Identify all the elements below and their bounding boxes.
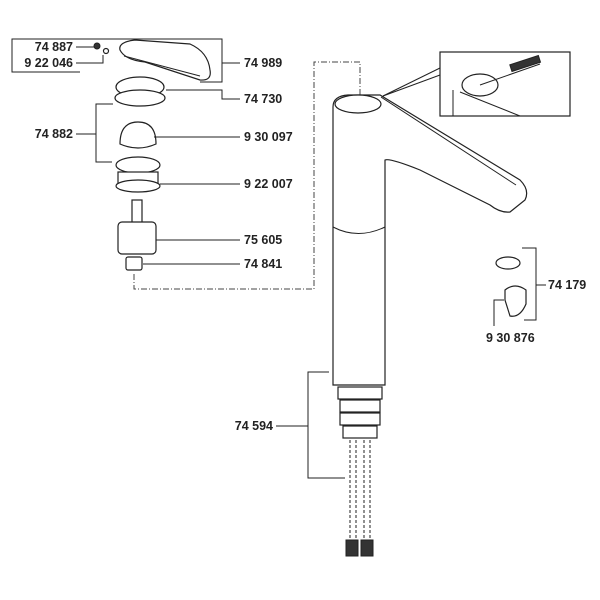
cartridge (117, 221, 157, 255)
part-label-74989: 74 989 (244, 56, 282, 70)
part-label-74887: 74 887 (35, 40, 73, 54)
part-label-922007: 9 22 007 (244, 177, 293, 191)
mounting-set (342, 425, 378, 439)
screwdriver-icon (509, 54, 542, 73)
part-label-930097: 9 30 097 (244, 130, 293, 144)
part-label-74841: 74 841 (244, 257, 282, 271)
adapter (125, 256, 143, 271)
part-label-930876: 9 30 876 (486, 331, 535, 345)
nut-ring (115, 156, 161, 174)
part-label-74594: 74 594 (235, 419, 273, 433)
detail-inset (439, 51, 571, 117)
part-label-74179: 74 179 (548, 278, 586, 292)
handle-group-bracket (11, 38, 223, 83)
part-label-922046: 9 22 046 (24, 56, 73, 70)
cartridge-stem (131, 199, 143, 225)
cap-icon (102, 47, 110, 55)
faucet-body (332, 94, 528, 386)
part-label-75605: 75 605 (244, 233, 282, 247)
aerator-insert (495, 256, 521, 270)
aerator-key (504, 285, 527, 317)
part-label-74730: 74 730 (244, 92, 282, 106)
lever-handle (119, 39, 211, 81)
dome-cap (119, 121, 157, 149)
hoses (349, 440, 371, 545)
assembly-path (133, 61, 361, 290)
part-label-74882: 74 882 (35, 127, 73, 141)
o-ring (114, 89, 166, 107)
faucet-opening (334, 94, 382, 114)
grub-screw-icon (93, 42, 101, 50)
